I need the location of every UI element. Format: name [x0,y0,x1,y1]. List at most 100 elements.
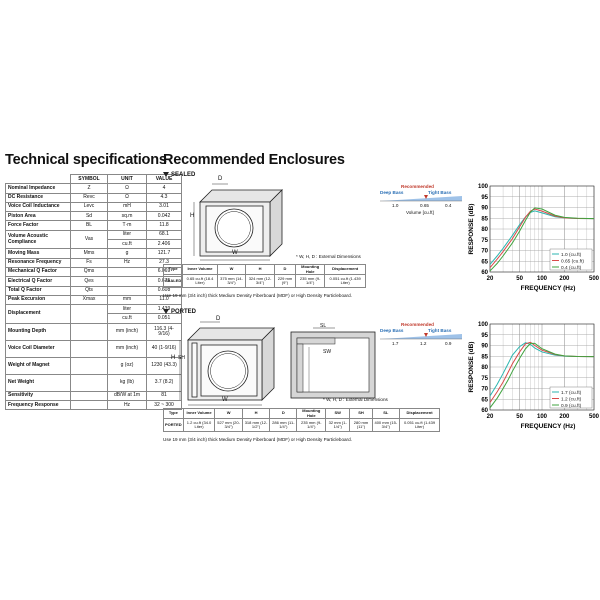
spec-name: Nominal Impedance [5,183,71,194]
ported-box-diagram [179,321,275,406]
spec-symbol: Sd [70,211,108,222]
spec-unit: g [107,248,147,259]
spec-name: Mounting Depth [5,322,71,341]
series-line [489,342,595,409]
x-tick-label: 20 [487,276,494,282]
sealed-cell: 235 mm (9-1/4") [295,274,326,288]
x-tick-label: 200 [559,276,570,282]
ported-dim-d: D [216,316,221,322]
ported-cell: PORTED [163,418,184,432]
legend-entry: 0.4 (cu.ft) [561,265,582,271]
spec-name: Sensitivity [5,390,71,402]
spec-name: Force Factor [5,220,71,231]
spec-unit: mm (inch) [107,339,147,358]
y-tick-label: 70 [481,387,488,393]
y-tick-label: 90 [481,344,488,350]
legend-entry: 1.7 (cu.ft) [561,390,582,396]
legend-entry: 1.0 (cu.ft) [561,252,582,258]
spec-name: Displacement [5,304,71,324]
ported-tick-3: 0.9 [445,341,452,346]
sealed-cell: 375 mm (14-3/4") [216,274,247,288]
spec-unit: mm [107,294,147,306]
sealed-tick-1: 1.0 [392,203,399,208]
y-tick-label: 90 [481,206,488,212]
spec-unit: cu.ft [107,239,147,250]
spec-symbol: BL [70,220,108,231]
spec-unit: kg (lb) [107,373,147,392]
sealed-note: Use 19 mm (3/4 inch) thick Medium Densit… [163,293,352,298]
sealed-dim-note: * W, H, D : External Dimensions [296,254,361,259]
ported-cell: 0.051 cu.ft (1.439 Liter) [399,418,440,432]
x-tick-label: 20 [487,414,494,420]
ported-col-header: Inner Volume [182,408,216,419]
ported-bass-scale: Recommended Deep Bass Tight Bass 1.7 1.2… [380,322,462,354]
spec-symbol: Xmax [70,294,108,306]
y-tick-label: 95 [481,195,488,201]
ported-tick-2: 1.2 [420,341,427,346]
sealed-cell: 0.65 cu.ft (18.4 Liter) [182,274,218,288]
sealed-col-header: H [245,264,275,275]
spec-symbol [70,390,108,402]
spec-name: Voice Coil Diameter [5,339,71,358]
bass-scale-bar [380,195,462,202]
triangle-icon [163,172,169,177]
spec-unit: Hz [107,400,147,411]
y-tick-label: 100 [478,184,489,190]
sealed-col-header: Mounting Hole [295,264,326,275]
sealed-cell: 229 mm (9") [273,274,297,288]
sealed-cell: 0.051 cu.ft (1.439 Liter) [324,274,366,288]
spec-symbol: Revc [70,192,108,203]
x-tick-label: 50 [516,276,523,282]
y-tick-label: 75 [481,238,488,244]
spec-name: Peak Excursion [5,294,71,306]
spec-name: Electrical Q Factor [5,276,71,287]
spec-symbol: Z [70,183,108,194]
col-unit: UNIT [107,173,147,185]
spec-unit: mH [107,201,147,213]
ported-cell: 280 mm (11") [349,418,373,432]
sealed-cell: 324 mm (12-3/4") [245,274,275,288]
spec-unit: Ω [107,183,147,194]
sealed-box-diagram [193,183,283,261]
spec-unit: sq.m [107,211,147,222]
y-tick-label: 85 [481,354,488,360]
spec-unit: cu.ft [107,313,147,324]
spec-unit: Ω [107,192,147,203]
ported-col-header: Mounting Hole [296,408,327,419]
spec-unit: dB/W at 1m [107,390,147,402]
ported-col-header: H [241,408,271,419]
legend-entry: 0.9 (cu.ft) [561,403,582,409]
ported-dim-sh: SH [178,355,185,361]
spec-name: Mechanical Q Factor [5,266,71,278]
y-tick-label: 75 [481,376,488,382]
volume-axis-label: Volume [cu.ft] [406,210,434,215]
x-tick-label: 100 [537,414,548,420]
ported-label: PORTED [163,309,196,315]
legend-box [549,248,593,271]
spec-name: Resonance Frequency [5,257,71,268]
ported-cell: 318 mm (12-1/2") [241,418,271,432]
sealed-col-header: D [273,264,297,275]
ported-top-view [290,327,376,399]
ported-note: Use 19 mm (3/4 inch) thick Medium Densit… [163,437,352,442]
sealed-col-header: Inner Volume [182,264,218,275]
deep-bass-label: Deep Bass [380,190,404,195]
spec-name: Frequency Response [5,400,71,411]
ported-dim-h: H [171,355,176,361]
ported-cell: 527 mm (20-3/4") [214,418,243,432]
bass-scale-bar [380,333,462,340]
legend-box [549,386,593,409]
sealed-label: SEALED [163,172,195,178]
spec-name: Voice Coil Inductance [5,201,71,213]
spec-unit: g (oz) [107,356,147,375]
